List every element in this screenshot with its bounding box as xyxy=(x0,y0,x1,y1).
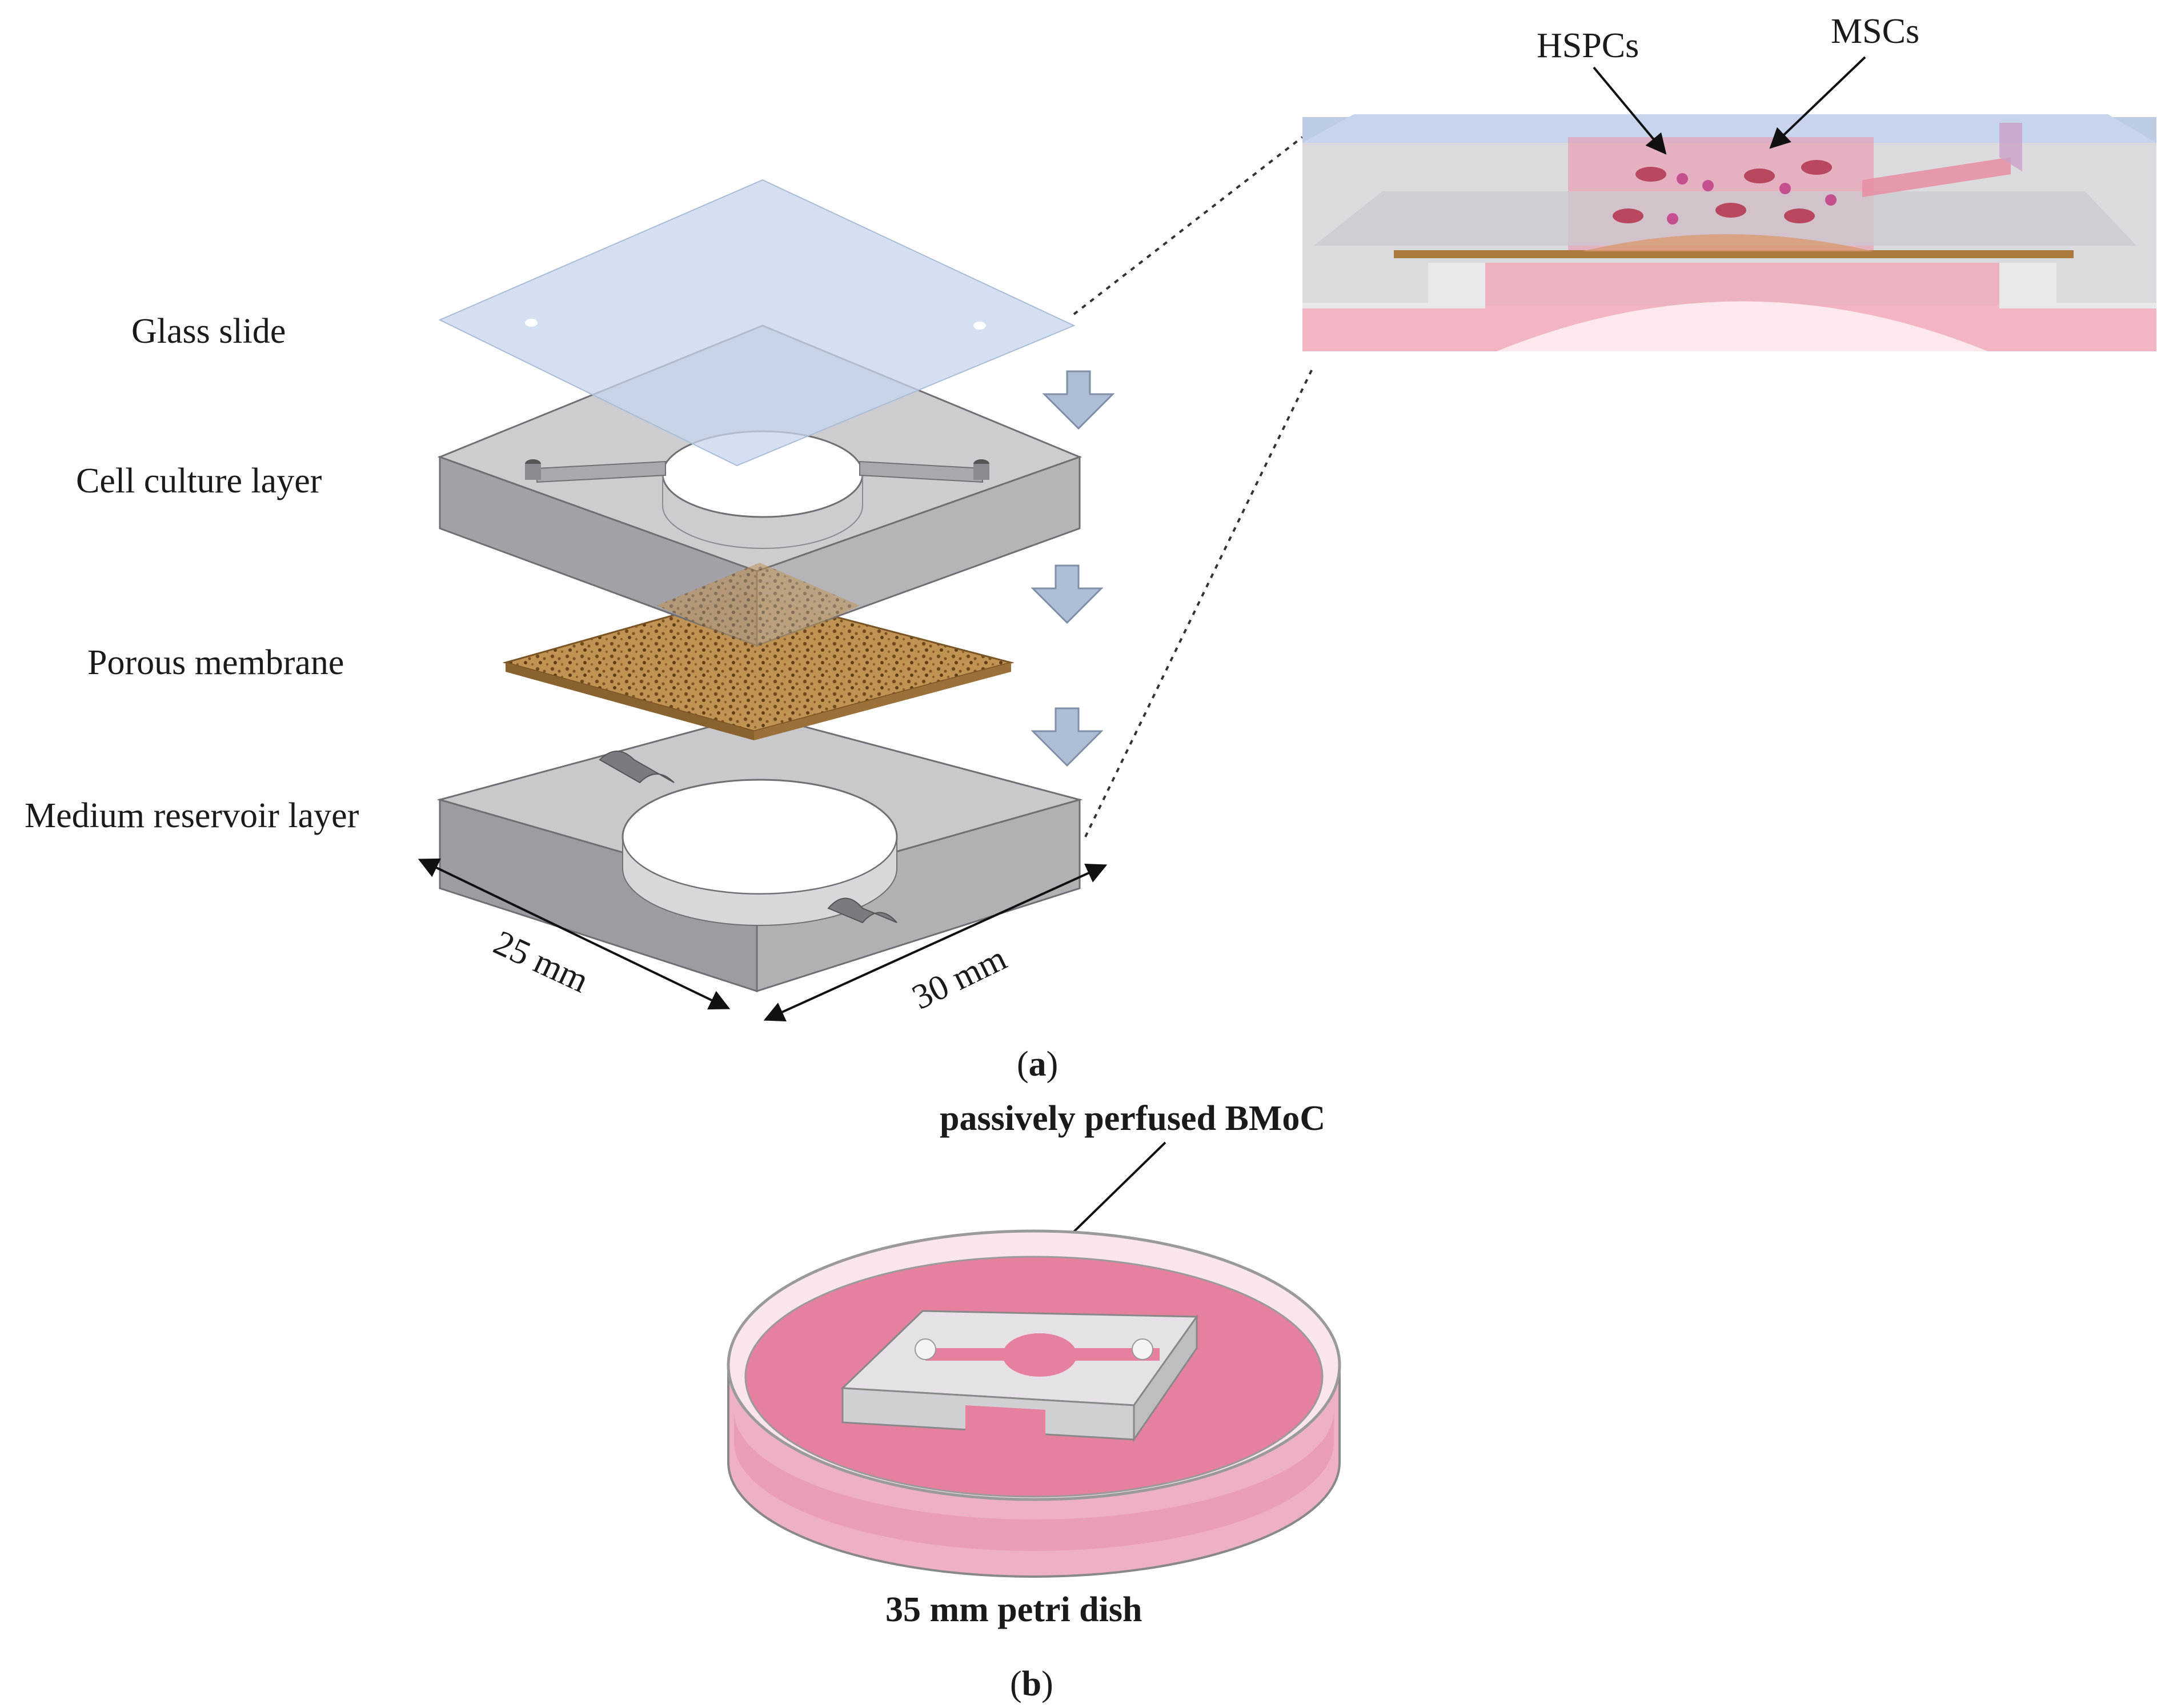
dimension-arrow-25mm xyxy=(418,858,731,1010)
caption-a-close: ) xyxy=(1047,1045,1059,1084)
label-porous-membrane: Porous membrane xyxy=(87,643,344,682)
hspc-pointer-arrow xyxy=(1593,66,1667,155)
exploded-chip-view xyxy=(418,179,1115,1022)
dimension-arrow-30mm xyxy=(763,863,1108,1022)
assembly-arrow-3 xyxy=(1031,707,1104,767)
zoom-line-top xyxy=(1073,136,1304,315)
caption-b-open: ( xyxy=(1010,1665,1022,1703)
label-passively-perfused-bmoc: passively perfused BMoC xyxy=(940,1099,1325,1138)
caption-a: (a) xyxy=(1017,1045,1058,1084)
porous-membrane-shape xyxy=(502,593,1015,740)
glass-slide-shape xyxy=(438,179,1076,467)
label-mscs: MSCs xyxy=(1831,12,1919,51)
caption-b: (b) xyxy=(1010,1665,1053,1703)
bmoc-chip-in-dish xyxy=(840,1310,1198,1445)
caption-b-letter: b xyxy=(1022,1665,1041,1703)
assembly-arrow-1 xyxy=(1042,370,1115,430)
cross-section-inset xyxy=(1302,114,2156,351)
label-hspcs: HSPCs xyxy=(1537,26,1639,65)
label-cell-culture-layer: Cell culture layer xyxy=(76,462,322,500)
assembly-arrow-2 xyxy=(1031,564,1104,624)
label-dimension-25mm: 25 mm xyxy=(488,923,594,1000)
caption-a-letter: a xyxy=(1029,1045,1047,1084)
label-medium-reservoir-layer: Medium reservoir layer xyxy=(25,796,359,835)
label-dimension-30mm: 30 mm xyxy=(906,939,1012,1017)
label-35mm-petri-dish: 35 mm petri dish xyxy=(885,1590,1142,1629)
label-glass-slide: Glass slide xyxy=(131,312,286,351)
petri-dish xyxy=(727,1229,1341,1578)
caption-a-open: ( xyxy=(1017,1045,1029,1084)
caption-b-close: ) xyxy=(1041,1665,1053,1703)
zoom-line-bottom xyxy=(1084,365,1315,837)
msc-pointer-arrow xyxy=(1769,56,1866,149)
